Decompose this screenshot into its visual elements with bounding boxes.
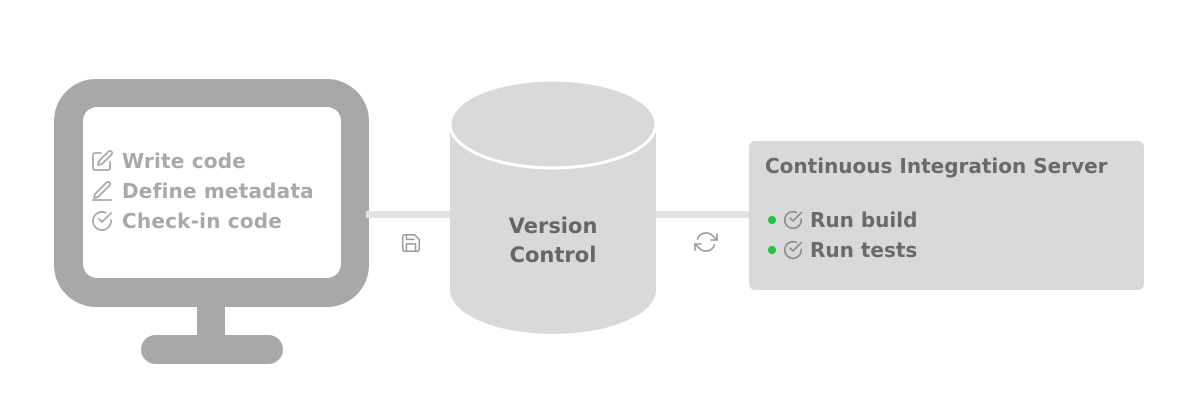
version-control-database — [448, 78, 658, 334]
ci-step-label: Run tests — [810, 238, 918, 262]
ci-step-label: Run build — [810, 208, 918, 232]
save-icon — [402, 234, 420, 252]
connector-monitor-to-db — [366, 211, 456, 218]
sync-icon — [694, 232, 718, 252]
version-control-label-line1: Version — [508, 214, 598, 238]
check-circle-icon — [783, 211, 803, 229]
ci-server-box — [749, 141, 1144, 290]
task-define-metadata: Define metadata — [90, 176, 314, 206]
version-control-label: Version Control — [452, 212, 654, 270]
monitor-base — [141, 335, 283, 364]
status-dot — [768, 216, 776, 224]
task-label: Write code — [122, 149, 246, 173]
ci-step-list: Run build Run tests — [768, 205, 917, 265]
edit-icon — [92, 150, 113, 171]
status-dot — [768, 246, 776, 254]
monitor-screen — [83, 107, 341, 278]
ci-server-title: Continuous Integration Server — [765, 154, 1108, 178]
task-write-code: Write code — [90, 146, 314, 176]
ci-step-run-tests: Run tests — [768, 235, 917, 265]
connector-db-to-ci — [652, 211, 752, 218]
task-label: Define metadata — [122, 179, 314, 203]
task-label: Check-in code — [122, 209, 283, 233]
monitor-neck — [197, 304, 225, 340]
ci-step-run-build: Run build — [768, 205, 917, 235]
check-circle-icon — [783, 241, 803, 259]
pencil-icon — [92, 181, 112, 201]
check-circle-icon — [92, 211, 112, 231]
developer-task-list: Write code Define metadata Check-in code — [90, 146, 314, 236]
task-check-in-code: Check-in code — [90, 206, 314, 236]
version-control-label-line2: Control — [509, 243, 597, 267]
